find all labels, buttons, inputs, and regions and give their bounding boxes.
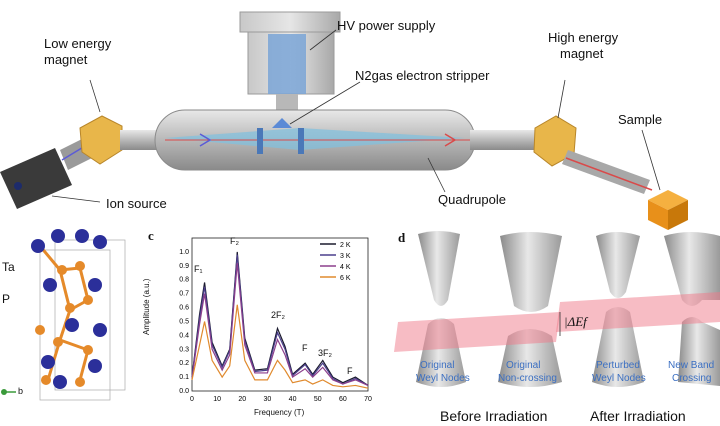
series-line-0 (191, 251, 369, 386)
x-tick-label: 40 (289, 396, 297, 403)
ion-source (0, 148, 72, 209)
peak-label-f1: F₁ (194, 264, 203, 274)
band-label-4a: New Band (668, 360, 715, 371)
legend-label: 3 K (340, 253, 351, 260)
chart-xlabel: Frequency (T) (254, 408, 305, 417)
chart-ylabel: Amplitude (a.u.) (142, 278, 151, 335)
fermi-plane-after (556, 292, 720, 332)
band-label-2b: Non-crossing (498, 373, 557, 384)
panel-c-letter: c (148, 228, 154, 243)
x-tick-label: 10 (213, 396, 221, 403)
chart-frame (191, 237, 369, 392)
chart-series-group (191, 251, 369, 389)
y-tick-label: 0.8 (179, 277, 189, 284)
x-tick-label: 30 (264, 396, 272, 403)
peak-label-3f2: 3F₂ (318, 348, 332, 358)
y-tick-label: 0.4 (179, 332, 189, 339)
series-line-1 (191, 254, 369, 386)
sample-label: Sample (618, 112, 663, 127)
series-line-2 (191, 262, 369, 386)
chart-ticks: 0 10 20 30 40 50 60 70 0.0 0.1 0.2 0.3 0.4 0.5 0.6 0.7 0… (179, 249, 372, 403)
crystal-structure (1, 229, 126, 401)
cone-upper-1 (418, 231, 460, 306)
x-tick-label: 70 (364, 396, 372, 403)
band-label-2a: Original (506, 360, 541, 371)
y-tick-label: 0.3 (179, 346, 189, 353)
x-tick-label: 50 (314, 396, 322, 403)
hv-power-supply-label: HV power supply (337, 18, 436, 33)
legend-label: 2 K (340, 242, 351, 249)
x-tick-label: 20 (238, 396, 246, 403)
x-tick-label: 0 (190, 396, 194, 403)
cone-lower-4 (678, 317, 720, 386)
hv-power-supply (239, 11, 341, 116)
beamline-tube-sample (562, 150, 650, 194)
axis-b-label: b (18, 386, 24, 396)
stripper-label: N2gas electron stripper (355, 68, 490, 83)
legend-label: 6 K (340, 275, 351, 282)
band-label-3a: Perturbed (596, 360, 640, 371)
beamline-tube-right (470, 130, 540, 150)
after-irradiation-label: After Irradiation (590, 408, 686, 424)
peak-label-f3: F (302, 343, 308, 353)
band-panel-d (394, 231, 720, 387)
y-tick-label: 0.1 (179, 374, 189, 381)
peak-label-f4: F (347, 366, 353, 376)
beam-to-sample (565, 157, 653, 191)
chart-legend: 2 K 3 K 4 K 6 K (320, 242, 351, 282)
high-energy-magnet-label-1: High energy (548, 30, 619, 45)
fermi-plane-before (394, 312, 560, 352)
cone-upper-3 (596, 232, 640, 298)
y-tick-label: 0.9 (179, 263, 189, 270)
quadrupole-label: Quadrupole (438, 192, 506, 207)
leader-lines (51, 29, 661, 203)
chart-c: 0 10 20 30 40 50 60 70 0.0 0.1 0.2 0.3 0.4 0.5 0.6 0.7 0… (179, 237, 372, 403)
sample-cube (648, 190, 688, 230)
band-label-4b: Crossing (672, 373, 712, 384)
band-label-1b: Weyl Nodes (416, 373, 470, 384)
p-label: P (2, 292, 11, 306)
y-tick-label: 0.7 (179, 291, 189, 298)
low-energy-magnet-label-1: Low energy (44, 36, 112, 51)
delta-ef-label: |ΔEf (564, 314, 587, 329)
x-tick-label: 60 (339, 396, 347, 403)
cone-upper-4 (664, 232, 720, 306)
legend-label: 4 K (340, 264, 351, 271)
beamline-tube-mid (120, 130, 160, 150)
band-label-3b: Weyl Nodes (592, 373, 646, 384)
peak-label-f2: F₂ (230, 236, 239, 246)
before-irradiation-label: Before Irradiation (440, 408, 548, 424)
y-tick-label: 0.2 (179, 360, 189, 367)
y-tick-label: 0.0 (179, 388, 189, 395)
ta-label: Ta (2, 260, 15, 274)
cone-upper-2 (500, 232, 562, 312)
band-label-1a: Original (420, 360, 455, 371)
high-energy-magnet-label-2: magnet (560, 46, 604, 61)
low-energy-magnet-label-2: magnet (44, 52, 88, 67)
stripper-tank (154, 109, 476, 171)
peak-label-2f2: 2F₂ (271, 310, 285, 320)
y-tick-label: 0.5 (179, 318, 189, 325)
ion-source-label: Ion source (106, 196, 167, 211)
series-line-3 (191, 304, 369, 389)
y-tick-label: 1.0 (179, 249, 189, 256)
y-tick-label: 0.6 (179, 305, 189, 312)
panel-d-letter: d (398, 230, 406, 245)
